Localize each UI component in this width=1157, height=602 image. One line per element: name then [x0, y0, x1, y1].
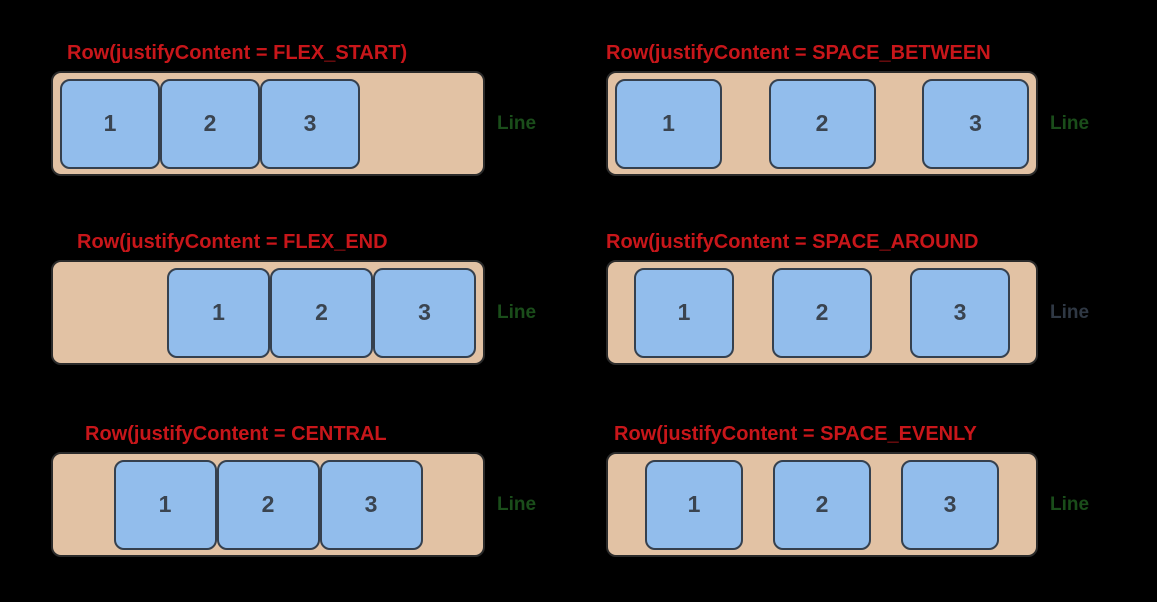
panel-title: Row(justifyContent = FLEX_END [77, 231, 388, 253]
line-label: Line [1050, 301, 1090, 323]
line-label: Line [497, 301, 537, 323]
panel-central: Row(justifyContent = CENTRAL 1 2 3 Line [51, 423, 536, 557]
item-box: 2 [216, 459, 320, 550]
panel-flex-start: Row(justifyContent = FLEX_START) 1 2 3 L… [51, 42, 536, 176]
line-label: Line [497, 493, 537, 515]
item-box: 3 [319, 459, 423, 550]
item-box: 2 [773, 459, 871, 550]
item-box: 2 [768, 78, 876, 169]
item-box: 1 [60, 78, 160, 169]
item-box: 1 [645, 459, 743, 550]
panel-space-around: Row(justifyContent = SPACE_AROUND 1 2 3 … [606, 231, 1089, 365]
panel-body: 1 2 3 Line [606, 452, 1089, 557]
panel-body: 1 2 3 Line [51, 71, 536, 176]
line-container: 1 2 3 [51, 71, 485, 176]
panel-title: Row(justifyContent = SPACE_BETWEEN [606, 42, 991, 64]
item-box: 2 [160, 78, 260, 169]
item-box: 3 [901, 459, 999, 550]
line-label: Line [497, 112, 537, 134]
panel-title: Row(justifyContent = SPACE_AROUND [606, 231, 979, 253]
item-box: 3 [373, 267, 476, 358]
line-label: Line [1050, 112, 1090, 134]
item-box: 2 [772, 267, 872, 358]
panel-title: Row(justifyContent = CENTRAL [85, 423, 387, 445]
item-box: 3 [922, 78, 1029, 169]
item-box: 1 [615, 78, 722, 169]
item-box: 3 [910, 267, 1010, 358]
panel-body: 1 2 3 Line [606, 71, 1089, 176]
panel-flex-end: Row(justifyContent = FLEX_END 1 2 3 Line [51, 231, 536, 365]
line-container: 1 2 3 [606, 260, 1038, 365]
item-box: 1 [167, 267, 270, 358]
item-box: 1 [113, 459, 217, 550]
line-container: 1 2 3 [606, 71, 1038, 176]
panel-body: 1 2 3 Line [606, 260, 1089, 365]
panel-body: 1 2 3 Line [51, 452, 536, 557]
line-container: 1 2 3 [51, 452, 485, 557]
panel-space-between: Row(justifyContent = SPACE_BETWEEN 1 2 3… [606, 42, 1089, 176]
line-container: 1 2 3 [606, 452, 1038, 557]
line-container: 1 2 3 [51, 260, 485, 365]
line-label: Line [1050, 493, 1090, 515]
item-box: 3 [260, 78, 360, 169]
item-box: 1 [634, 267, 734, 358]
panel-space-evenly: Row(justifyContent = SPACE_EVENLY 1 2 3 … [606, 423, 1089, 557]
item-box: 2 [270, 267, 373, 358]
panel-title: Row(justifyContent = FLEX_START) [67, 42, 408, 64]
panel-title: Row(justifyContent = SPACE_EVENLY [614, 423, 977, 445]
panel-body: 1 2 3 Line [51, 260, 536, 365]
